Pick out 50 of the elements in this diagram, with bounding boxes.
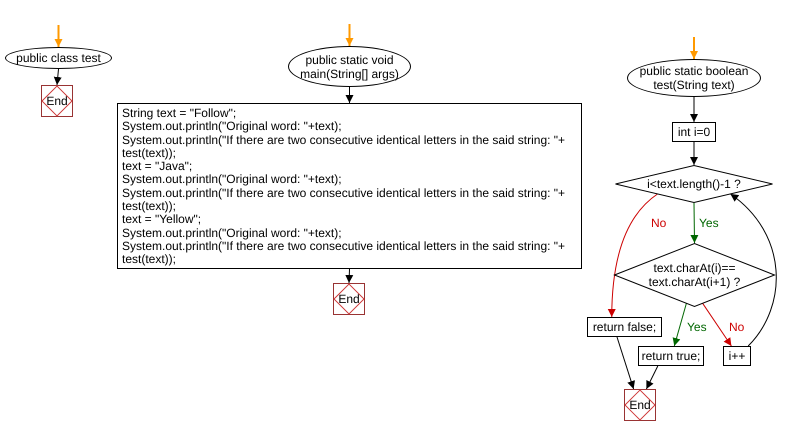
code-line: System.out.println("Original word: "+text);	[122, 226, 343, 240]
arrow	[690, 202, 698, 244]
arrow	[690, 96, 698, 122]
node-label: return false;	[592, 320, 656, 334]
node-label: public static boolean test(String text)	[638, 64, 750, 92]
end-terminal	[624, 389, 656, 421]
arrow	[702, 302, 732, 346]
decision-diamond	[615, 165, 773, 203]
arrow	[345, 268, 354, 284]
arrow	[54, 25, 62, 47]
code-line: System.out.println("If there are two consecutive identical letters in the said string: "+ test(text));	[122, 240, 566, 267]
arrow	[690, 142, 698, 166]
edge-label: No	[728, 320, 746, 334]
arrow	[690, 37, 698, 59]
node-label: End	[629, 398, 651, 412]
edge-label: Yes	[698, 216, 720, 230]
node-label: End	[46, 94, 68, 108]
node-label: public static void main(String[] args)	[299, 52, 400, 80]
node-label: i<text.length()-1 ?	[647, 177, 741, 191]
code-line: text = "Java";	[122, 160, 194, 174]
process-box	[587, 317, 662, 337]
code-line: System.out.println("If there are two consecutive identical letters in the said string: "+ test(text));	[122, 134, 566, 160]
node-label: i++	[728, 349, 746, 363]
arrow	[54, 68, 62, 86]
decision-diamond	[614, 243, 775, 307]
arrow	[608, 193, 658, 318]
node-label: int i=0	[678, 125, 710, 139]
arrow	[646, 366, 658, 390]
edge-label: No	[650, 216, 668, 230]
node-label: return true;	[642, 349, 700, 363]
arrow	[346, 86, 354, 104]
node-label: End	[338, 292, 360, 306]
node-label: text.charAt(i)== text.charAt(i+1) ?	[648, 261, 742, 289]
process-box	[672, 122, 716, 142]
process-box	[117, 103, 582, 269]
code-line: System.out.println("If there are two consecutive identical letters in the said string: "+ test(text));	[122, 186, 566, 214]
arrow	[730, 193, 777, 346]
code-line: System.out.println("Original word: "+text);	[122, 120, 343, 134]
code-line: System.out.println("Original word: "+text);	[122, 173, 343, 187]
process-box	[723, 346, 751, 366]
arrow	[616, 336, 635, 390]
code-line: text = "Yellow";	[122, 213, 202, 227]
process-box	[638, 346, 704, 366]
edge-label: Yes	[686, 320, 708, 334]
node-label: public class test	[16, 51, 101, 65]
arrow	[346, 24, 354, 46]
code-line: String text = "Follow";	[122, 107, 238, 120]
end-terminal	[41, 85, 73, 117]
arrow	[672, 302, 687, 346]
end-terminal	[333, 283, 365, 315]
